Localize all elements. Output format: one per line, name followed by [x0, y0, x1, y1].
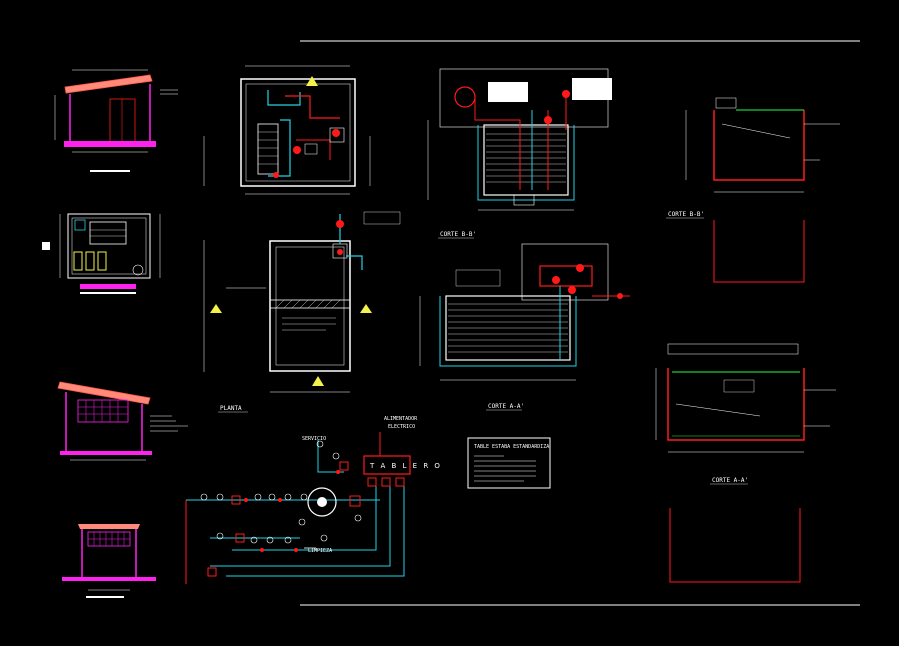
plan-equipment-room: [203, 65, 371, 195]
section-bb-tank: [427, 68, 612, 211]
label-corte-aa-mid: CORTE A-A': [488, 403, 524, 410]
plan-small-left: [42, 213, 161, 294]
label-tablero: T A B L E R O: [369, 462, 442, 470]
label-corte-aa-right: CORTE A-A': [712, 477, 748, 484]
sheet-border: [300, 40, 860, 606]
section-bb-structure: [685, 97, 840, 283]
label-servicio: SERVICIO: [302, 436, 326, 442]
elevation-front-top-left: [54, 69, 178, 172]
label-limpieza: LIMPIEZA: [308, 548, 332, 554]
elevation-small-bottom-left: [62, 524, 156, 598]
elevation-side-left: [57, 381, 188, 461]
electrical-schematic: [185, 432, 411, 584]
label-alimentador-2: ELECTRICO: [388, 424, 415, 430]
table-title: TABLE ESTABA ESTANDARDIZA: [474, 444, 549, 450]
label-planta: PLANTA: [220, 405, 242, 412]
section-aa-tank: [419, 243, 630, 381]
plan-tank: [203, 211, 401, 393]
label-corte-bb-mid: CORTE B-B': [440, 231, 476, 238]
specification-table: [467, 437, 551, 489]
label-alimentador-1: ALIMENTADOR: [384, 416, 418, 422]
section-aa-structure: [655, 343, 836, 583]
label-corte-bb-right: CORTE B-B': [668, 211, 704, 218]
